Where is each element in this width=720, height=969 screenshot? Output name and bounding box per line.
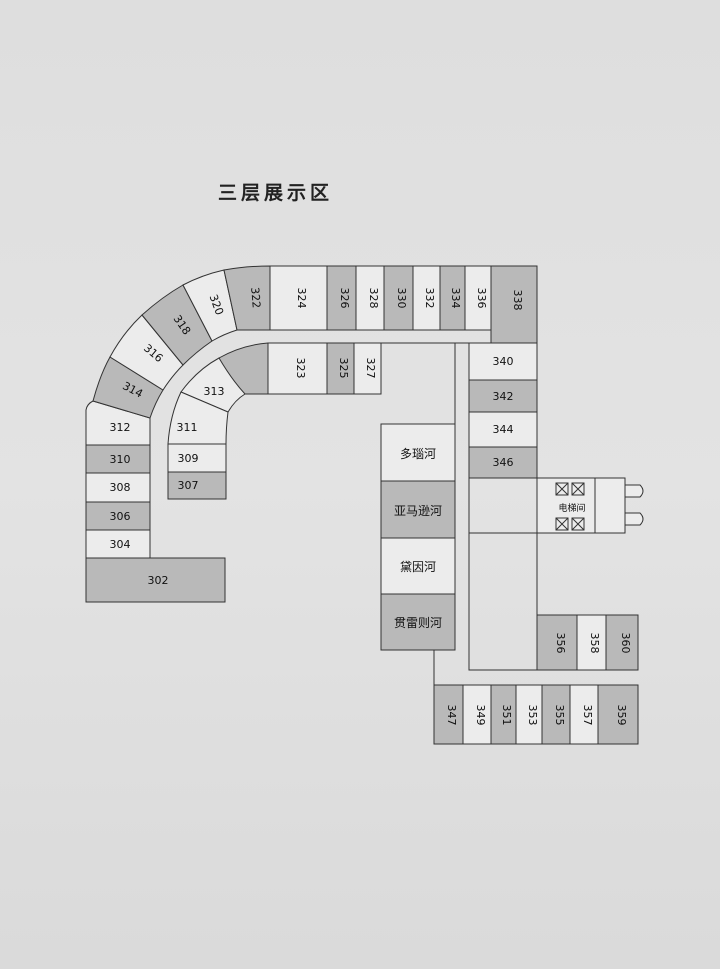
booth-309-label: 309 (178, 452, 199, 465)
hall-duonao-label: 多瑙河 (400, 447, 436, 461)
booth-324[interactable] (269, 265, 328, 331)
booth-304-label: 304 (110, 538, 131, 551)
booth-351-label: 351 (500, 705, 513, 726)
exit-top (624, 484, 644, 498)
booth-346-label: 346 (493, 456, 514, 469)
booth-312-label: 312 (110, 421, 131, 434)
booth-338-label: 338 (511, 290, 524, 311)
elevator-box-1-x (555, 482, 569, 496)
booth-338[interactable] (490, 265, 538, 344)
elevator-label: 电梯间 (558, 502, 585, 514)
booth-307[interactable] (167, 471, 227, 500)
elevator-box-4 (571, 517, 585, 531)
booth-311-label: 311 (177, 421, 198, 434)
booth-347-label: 347 (445, 705, 458, 726)
stairwell[interactable] (594, 477, 626, 534)
booth-304[interactable] (85, 529, 151, 559)
booth-334-label: 334 (449, 288, 462, 309)
booth-328[interactable] (355, 265, 385, 331)
booth-327-label: 327 (364, 358, 377, 379)
booth-308[interactable] (85, 472, 151, 503)
booth-359-label: 359 (615, 705, 628, 726)
exit-bottom (624, 512, 644, 526)
booth-357-label: 357 (581, 705, 594, 726)
elevator-box-3 (555, 517, 569, 531)
booth-327[interactable] (353, 342, 382, 395)
hall-yamaxun-label: 亚马逊河 (394, 504, 442, 518)
booth-360[interactable] (605, 614, 639, 671)
booth-344[interactable] (468, 411, 538, 448)
hall-duonao[interactable] (380, 423, 456, 482)
booth-325-label: 325 (337, 358, 350, 379)
booth-340-label: 340 (493, 355, 514, 368)
booth-359[interactable] (597, 684, 639, 745)
elevator-box-4-x (571, 517, 585, 531)
booth-355-label: 355 (553, 705, 566, 726)
booth-310-label: 310 (110, 453, 131, 466)
booth-346[interactable] (468, 446, 538, 479)
booth-307-label: 307 (178, 479, 199, 492)
booth-342[interactable] (468, 379, 538, 413)
booth-332-label: 332 (423, 288, 436, 309)
elevator-box-3-x (555, 517, 569, 531)
booth-326-label: 326 (338, 288, 351, 309)
booth-356-label: 356 (554, 633, 567, 654)
booth-340[interactable] (468, 342, 538, 381)
booth-322-label: 322 (248, 287, 263, 309)
booth-358-label: 358 (588, 633, 601, 654)
booth-344-label: 344 (493, 423, 514, 436)
booth-360-label: 360 (619, 633, 632, 654)
booth-309[interactable] (167, 443, 227, 473)
booth-336-label: 336 (475, 288, 488, 309)
booth-306[interactable] (85, 501, 151, 531)
lower-inner-wall (468, 533, 537, 671)
hall-daiyin[interactable] (380, 537, 456, 595)
elevator-box-1 (555, 482, 569, 496)
elevator-box-2-x (571, 482, 585, 496)
booth-356[interactable] (536, 614, 578, 671)
booth-330-label: 330 (395, 288, 408, 309)
hall-guanleize[interactable] (380, 593, 456, 651)
booth-353-label: 353 (526, 705, 539, 726)
booth-332[interactable] (412, 265, 441, 331)
booth-308-label: 308 (110, 481, 131, 494)
hall-guanleize-label: 贯雷则河 (394, 616, 442, 630)
booth-328-label: 328 (367, 288, 380, 309)
hall-daiyin-label: 黛因河 (400, 560, 436, 574)
booth-302[interactable] (85, 557, 226, 603)
booth-306-label: 306 (110, 510, 131, 523)
booth-302-label: 302 (148, 574, 169, 587)
inner-wall (381, 342, 456, 424)
booth-336[interactable] (464, 265, 492, 331)
booth-342-label: 342 (493, 390, 514, 403)
booth-324-label: 324 (295, 288, 308, 309)
booth-323-label: 323 (294, 358, 307, 379)
floor-title: 三层展示区 (218, 182, 334, 204)
booth-349-label: 349 (474, 705, 487, 726)
booth-326[interactable] (326, 265, 357, 331)
booth-311[interactable] (167, 391, 229, 445)
booth-313-label: 313 (204, 385, 225, 398)
booth-323[interactable] (267, 342, 328, 395)
elevator-box-2 (571, 482, 585, 496)
hall-yamaxun[interactable] (380, 480, 456, 539)
